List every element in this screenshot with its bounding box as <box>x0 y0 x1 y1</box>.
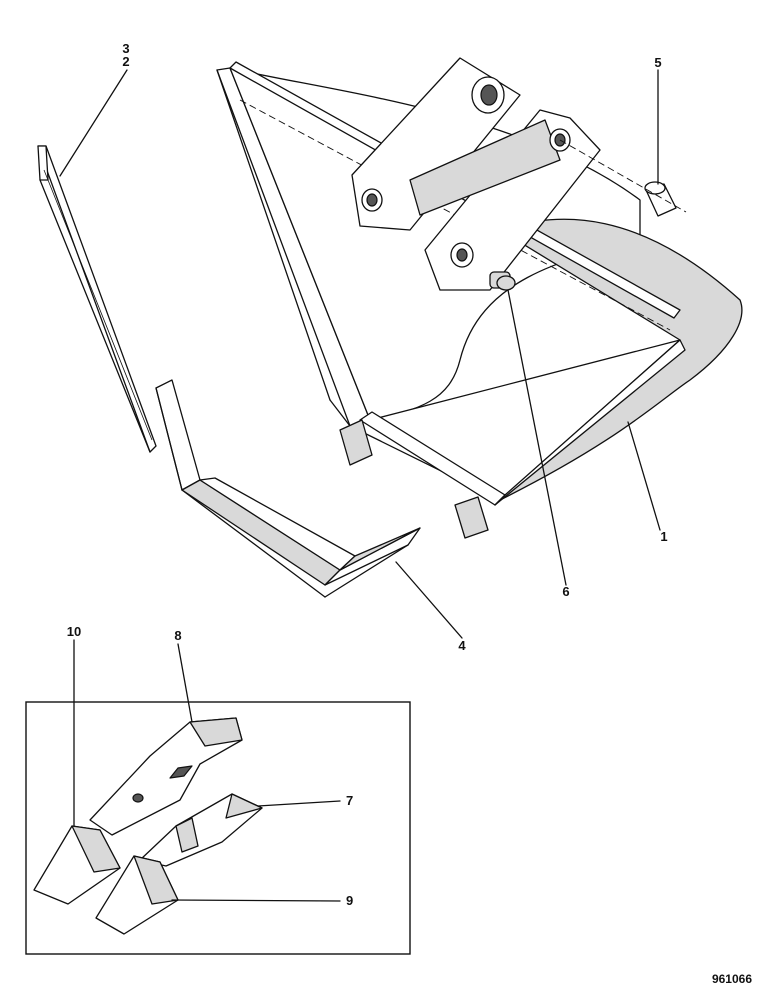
callout-label-6: 6 <box>562 584 569 599</box>
callout-label-2: 2 <box>122 54 129 69</box>
tooth-part-9 <box>95 855 179 935</box>
bush-part-6 <box>496 275 516 291</box>
bucket-body <box>216 57 743 539</box>
bottom-wear-strip <box>155 379 421 598</box>
callout-label-4: 4 <box>458 638 466 653</box>
callout-label-3: 3 <box>122 41 129 56</box>
callout-label-10: 10 <box>67 624 81 639</box>
drawing-reference-number: 961066 <box>712 972 752 986</box>
tooth-part-10 <box>33 825 121 905</box>
callout-label-9: 9 <box>346 893 353 908</box>
tooth-point-part-7 <box>139 793 263 867</box>
callout-label-7: 7 <box>346 793 353 808</box>
callout-label-5: 5 <box>654 55 661 70</box>
detail-inset-box <box>25 701 411 955</box>
callout-leaders <box>59 69 661 902</box>
side-cutter-strip <box>37 145 157 453</box>
bush-part-5 <box>559 139 687 217</box>
callout-label-8: 8 <box>174 628 181 643</box>
tooth-adapter-part-8 <box>89 717 243 836</box>
callout-label-1: 1 <box>660 529 667 544</box>
